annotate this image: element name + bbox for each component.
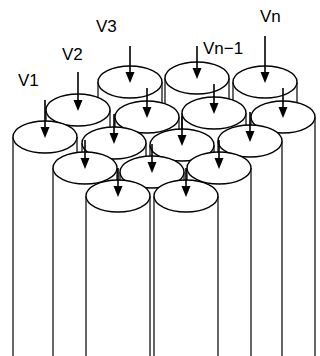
flow-arrow-head — [143, 107, 152, 118]
tube-side — [250, 168, 251, 356]
flow-arrow-shaft — [77, 72, 79, 104]
flow-arrow-head — [215, 158, 224, 169]
flow-arrow-shaft — [264, 36, 266, 76]
flow-arrow-head — [182, 186, 191, 197]
velocity-label: Vn−1 — [203, 40, 243, 57]
tube-body — [154, 196, 218, 356]
flow-arrow-shaft — [129, 46, 131, 76]
flow-arrow-head — [148, 162, 157, 173]
flow-arrow-head — [261, 72, 270, 83]
flow-arrow-head — [193, 68, 202, 79]
tube-side — [281, 141, 282, 356]
velocity-label: V3 — [96, 18, 117, 35]
velocity-label: V1 — [18, 72, 39, 89]
tube-side — [217, 196, 218, 356]
flow-arrow-head — [41, 127, 50, 138]
flow-arrow-shaft — [44, 100, 46, 131]
tube-side — [12, 137, 13, 356]
flow-arrow-head — [110, 133, 119, 144]
flow-arrow-head — [126, 72, 135, 83]
tube — [154, 168, 218, 356]
flow-arrow-head — [246, 131, 255, 142]
tube-side — [85, 196, 86, 356]
flow-arrow-head — [279, 107, 288, 118]
flow-arrow-head — [81, 158, 90, 169]
velocity-label: Vn — [260, 8, 281, 25]
velocity-label: V2 — [62, 46, 83, 63]
tube-side — [314, 117, 315, 356]
tube-body — [86, 196, 150, 356]
flow-arrow-head — [74, 100, 83, 111]
flow-arrow-head — [210, 103, 219, 114]
tube — [86, 168, 150, 356]
flow-arrow-head — [178, 135, 187, 146]
tube-side — [153, 196, 154, 356]
flow-arrow-head — [114, 186, 123, 197]
tube-side — [149, 196, 150, 356]
tube-side — [52, 168, 53, 356]
